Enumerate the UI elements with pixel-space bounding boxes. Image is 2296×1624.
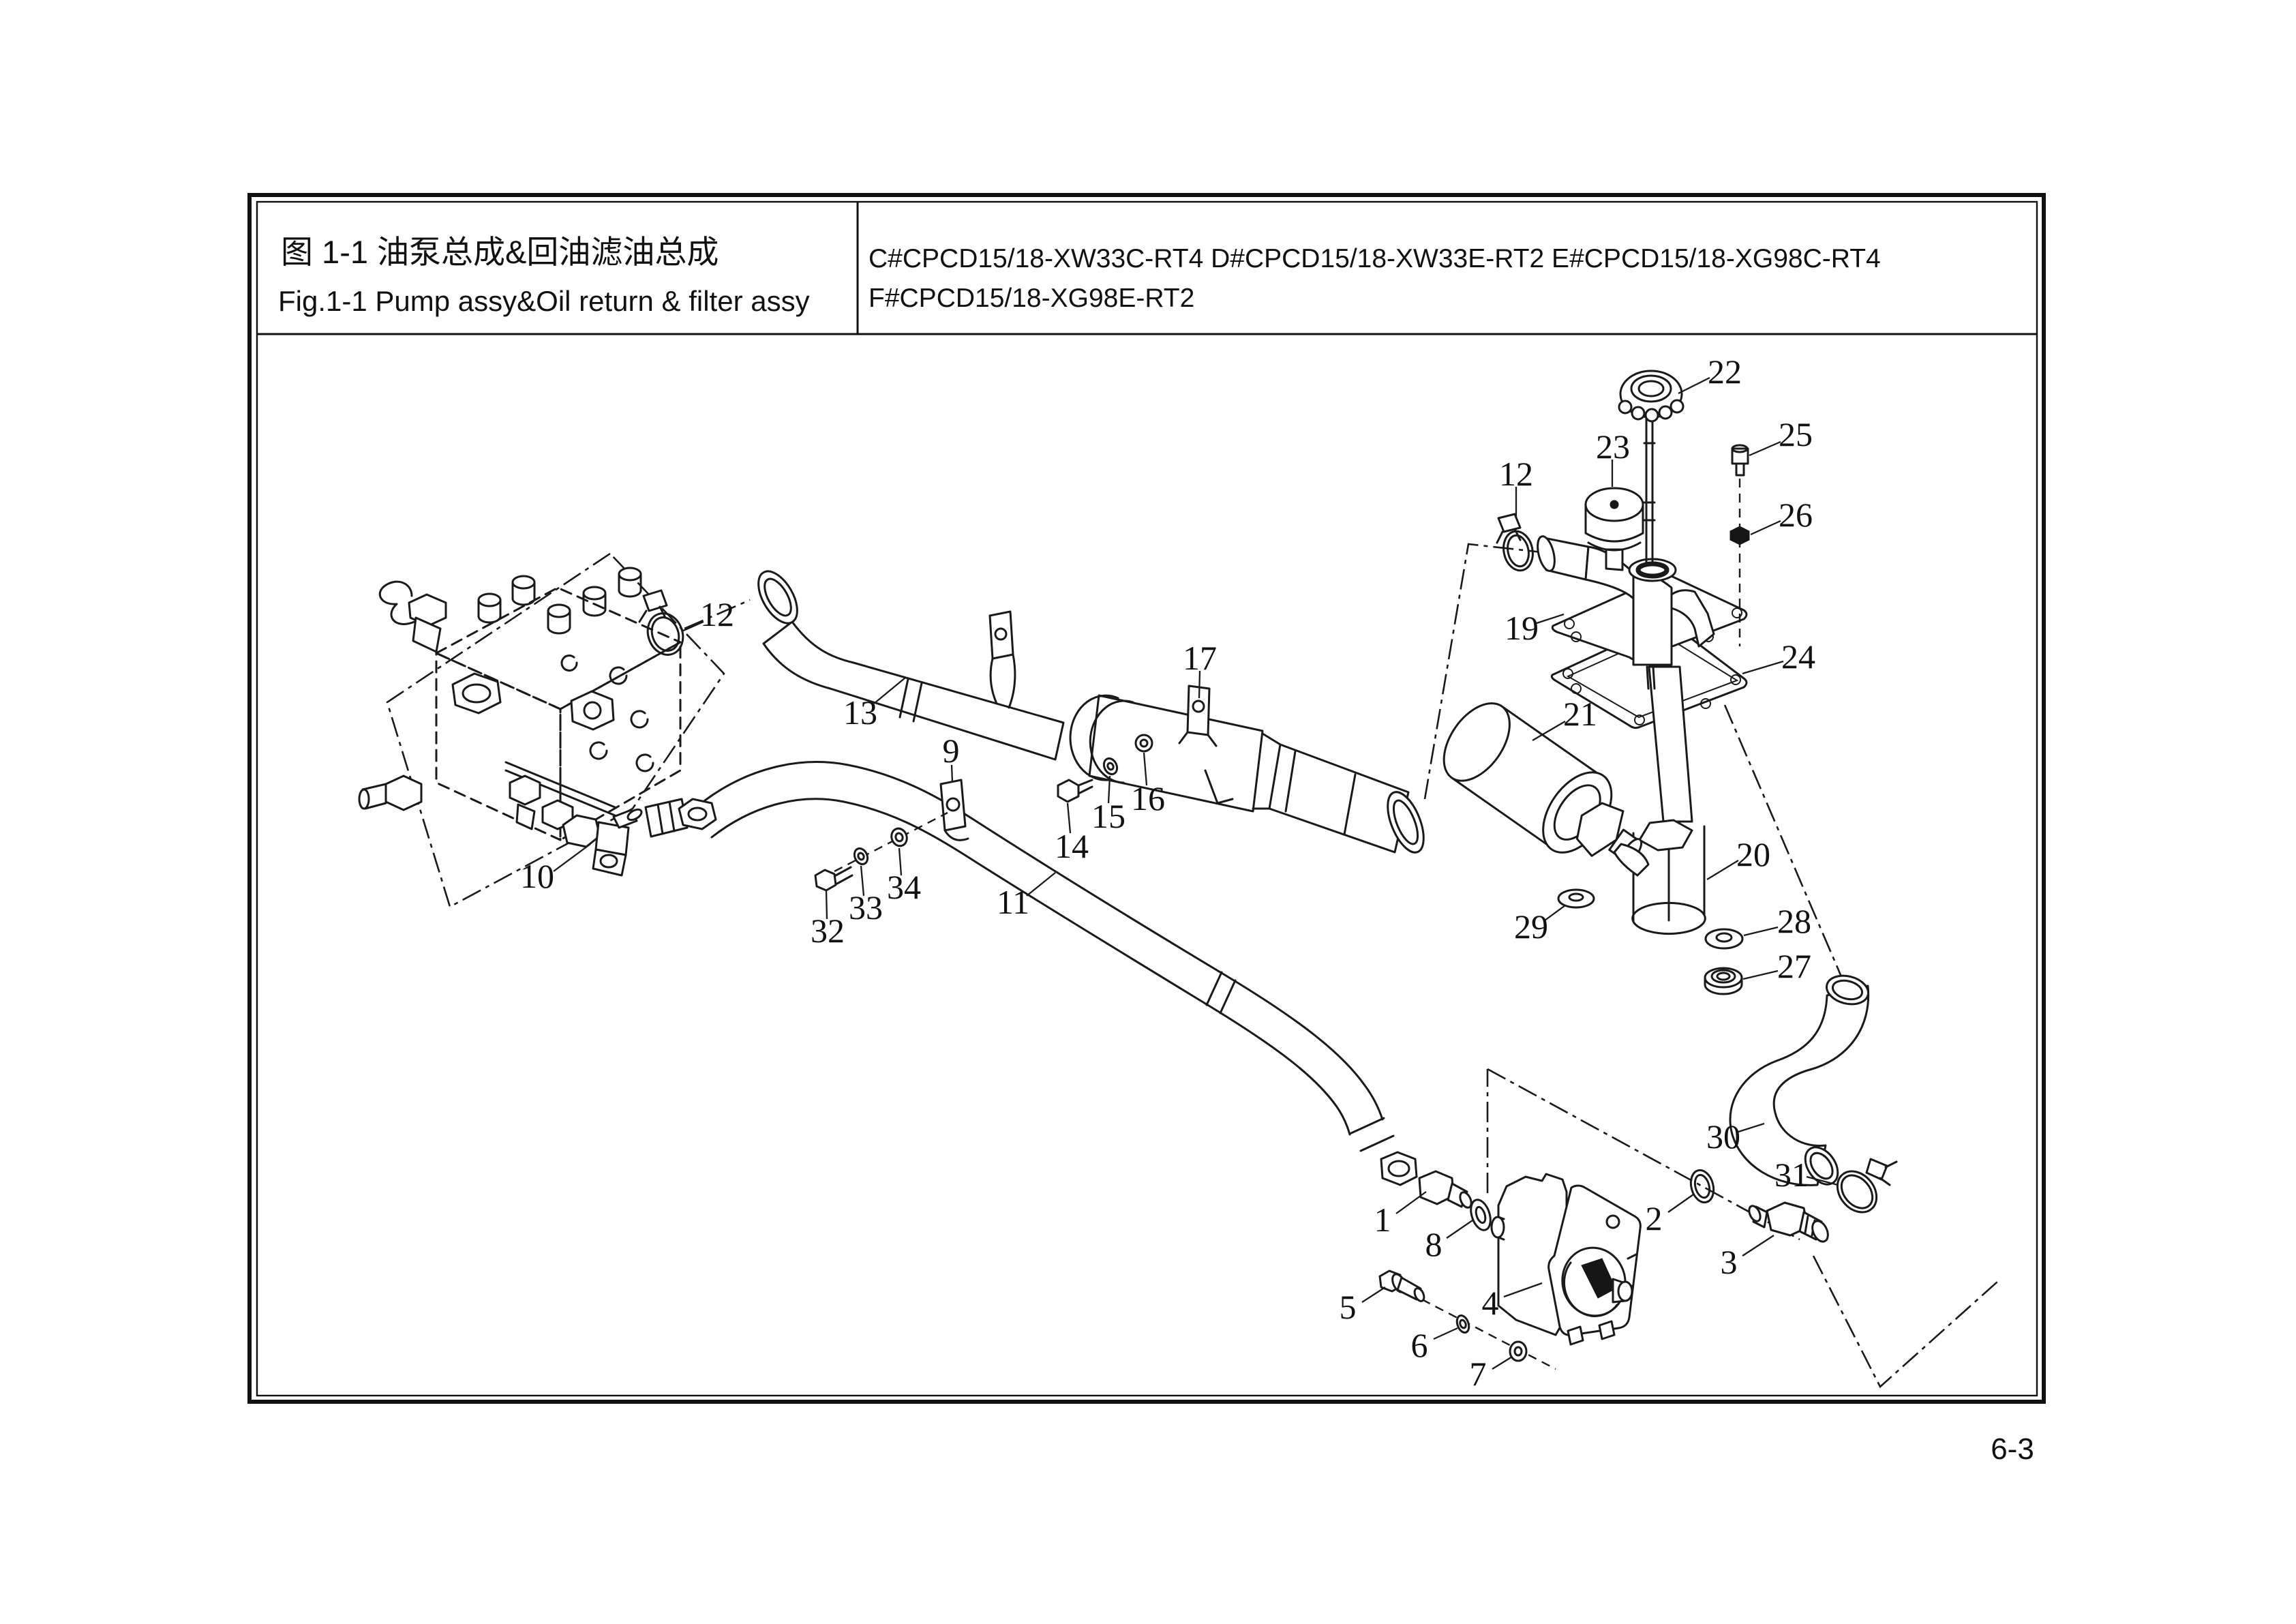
part-callout-33: 33	[849, 888, 883, 927]
part-callout-7: 7	[1470, 1355, 1487, 1393]
part-callout-3: 3	[1721, 1243, 1738, 1281]
bolt-32-washers-33-34	[814, 811, 948, 892]
part-callout-12-right: 12	[1499, 455, 1533, 493]
suction-pipe-13	[757, 570, 1425, 854]
filler-cap-22	[1618, 370, 1685, 423]
part-callout-23: 23	[1596, 427, 1630, 466]
phantom-lines	[386, 543, 1998, 1389]
part-callout-19: 19	[1505, 609, 1539, 647]
part-callout-10: 10	[520, 857, 554, 895]
title-block: 图 1-1 油泵总成&回油滤油总成 Fig.1-1 Pump assy&Oil …	[278, 234, 1881, 317]
part-callout-32: 32	[811, 912, 845, 950]
model-codes-line1: C#CPCD15/18-XW33C-RT4 D#CPCD15/18-XW33E-…	[868, 244, 1881, 273]
part-callout-29: 29	[1514, 907, 1548, 946]
pump-assembly	[1378, 1169, 1829, 1370]
bolt-25	[1731, 444, 1749, 477]
part-callout-34: 34	[887, 868, 921, 906]
part-callout-15: 15	[1091, 797, 1126, 835]
page-number: 6-3	[1991, 1432, 2034, 1466]
control-valve-assembly	[358, 567, 682, 841]
valve-spool-caps	[477, 567, 642, 635]
hose-clamp-12-right	[1496, 513, 1534, 572]
part-callout-16: 16	[1131, 779, 1165, 817]
part-callout-11: 11	[997, 883, 1029, 921]
part-callout-21: 21	[1563, 695, 1597, 733]
part-callout-25: 25	[1779, 415, 1813, 453]
model-codes-line2: F#CPCD15/18-XG98E-RT2	[868, 284, 1194, 313]
part-callout-31: 31	[1774, 1156, 1809, 1194]
part-callout-6: 6	[1411, 1326, 1428, 1364]
grommet-27	[1704, 967, 1743, 995]
figure-title-en: Fig.1-1 Pump assy&Oil return & filter as…	[278, 285, 810, 317]
part-callout-14: 14	[1055, 827, 1089, 865]
part-callout-13: 13	[843, 693, 877, 732]
part-callouts: 1 2 3 4 5 6 7 8 9 10 11 12 12 13 14 15 1…	[520, 352, 1815, 1393]
part-callout-1: 1	[1374, 1201, 1391, 1239]
part-callout-30: 30	[1706, 1117, 1740, 1156]
part-callout-27: 27	[1777, 947, 1811, 985]
part-callout-8: 8	[1425, 1225, 1442, 1263]
oil-filler-assembly	[1442, 370, 1898, 1214]
part-callout-4: 4	[1482, 1284, 1499, 1322]
part-callout-12-left: 12	[700, 595, 734, 633]
washer-28	[1704, 928, 1744, 950]
part-callout-5: 5	[1340, 1288, 1357, 1326]
hose-clamp-12-left	[638, 589, 684, 656]
part-callout-9: 9	[943, 732, 960, 770]
drawing-frame	[247, 193, 2046, 1404]
part-callout-28: 28	[1777, 902, 1811, 940]
part-callout-24: 24	[1781, 637, 1815, 676]
nut-26	[1729, 526, 1750, 545]
leader-lines	[553, 376, 1839, 1370]
return-hose-11	[644, 761, 1418, 1186]
washer-29	[1557, 888, 1595, 909]
return-hose-30	[1729, 974, 1870, 1186]
part-callout-17: 17	[1183, 639, 1217, 677]
part-callout-20: 20	[1736, 835, 1770, 873]
part-callout-26: 26	[1779, 496, 1813, 534]
part-callout-2: 2	[1646, 1199, 1663, 1237]
part-callout-22: 22	[1708, 352, 1742, 391]
hose-clamp-31	[1836, 1158, 1898, 1214]
figure-title-cn: 图 1-1 油泵总成&回油滤油总成	[281, 234, 719, 270]
fitting-10	[562, 808, 643, 877]
